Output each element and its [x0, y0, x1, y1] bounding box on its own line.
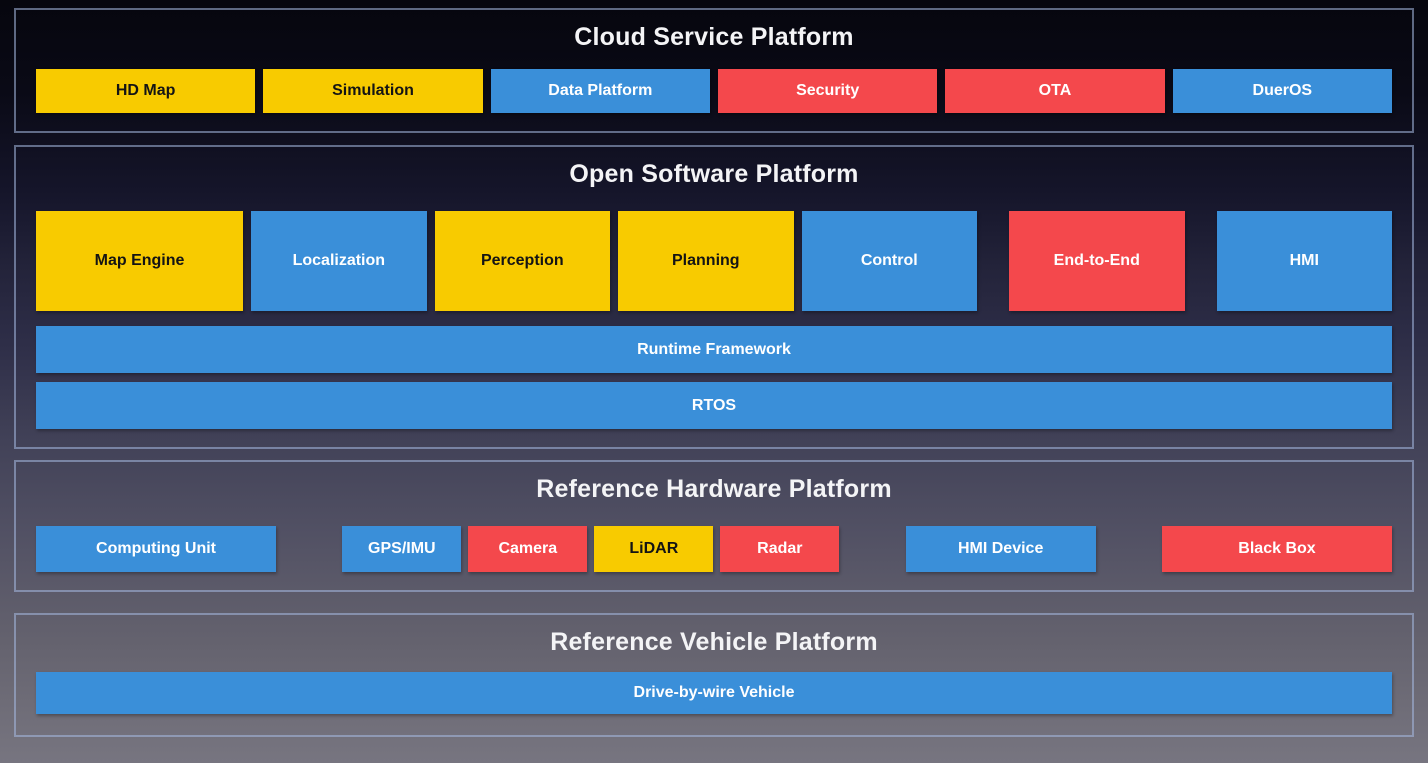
box-lidar: LiDAR [594, 526, 714, 572]
box-hd-map: HD Map [36, 69, 256, 113]
box-map-engine: Map Engine [36, 211, 244, 311]
box-runtime-framework: Runtime Framework [36, 326, 1392, 373]
cloud-service-platform-title: Cloud Service Platform [574, 23, 854, 51]
cloud-service-platform-section: Cloud Service Platform HD Map Simulation… [14, 8, 1414, 133]
box-data-platform: Data Platform [490, 69, 710, 113]
box-rtos: RTOS [36, 382, 1392, 429]
box-security: Security [717, 69, 938, 113]
box-planning: Planning [618, 211, 794, 311]
software-module-row: Map Engine Localization Perception Plann… [36, 211, 1392, 311]
open-software-platform-section: Open Software Platform Map Engine Locali… [14, 145, 1414, 449]
box-ota: OTA [945, 69, 1165, 113]
box-simulation: Simulation [263, 69, 483, 113]
box-end-to-end: End-to-End [1009, 211, 1185, 311]
box-radar: Radar [720, 526, 840, 572]
reference-hardware-platform-title: Reference Hardware Platform [536, 475, 892, 503]
hardware-row: Computing Unit GPS/IMU Camera LiDAR Rada… [36, 526, 1392, 572]
box-dueros: DuerOS [1172, 69, 1392, 113]
box-black-box: Black Box [1161, 526, 1392, 572]
box-hmi-device: HMI Device [905, 526, 1096, 572]
box-control: Control [801, 211, 978, 311]
reference-vehicle-platform-section: Reference Vehicle Platform Drive-by-wire… [14, 613, 1414, 737]
cloud-service-row: HD Map Simulation Data Platform Security… [36, 69, 1392, 113]
sensor-group: GPS/IMU Camera LiDAR Radar [342, 526, 840, 572]
reference-hardware-platform-section: Reference Hardware Platform Computing Un… [14, 460, 1414, 592]
reference-vehicle-platform-title: Reference Vehicle Platform [550, 628, 878, 656]
box-hmi: HMI [1216, 211, 1392, 311]
box-camera: Camera [468, 526, 588, 572]
box-gps-imu: GPS/IMU [342, 526, 462, 572]
box-perception: Perception [434, 211, 611, 311]
box-computing-unit: Computing Unit [36, 526, 276, 572]
box-drive-by-wire-vehicle: Drive-by-wire Vehicle [36, 672, 1392, 714]
open-software-platform-title: Open Software Platform [569, 160, 859, 188]
box-localization: Localization [251, 211, 427, 311]
